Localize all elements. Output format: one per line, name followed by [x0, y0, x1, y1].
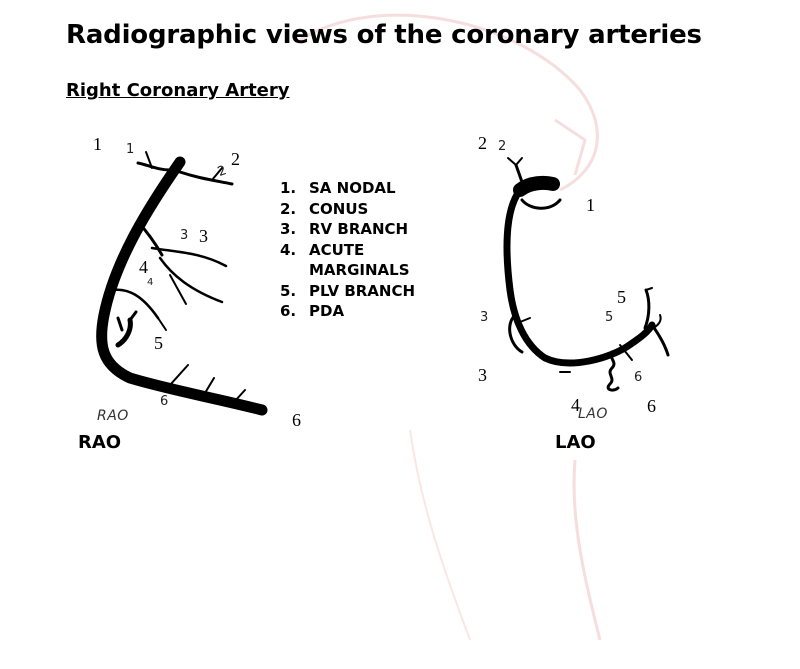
rao-label-3-small: 3 [180, 228, 189, 243]
lao-label-2: 2 [478, 133, 487, 153]
rao-label-4-small: 4 [147, 277, 154, 288]
legend-item: 1.SA NODAL [280, 179, 396, 197]
page-title: Radiographic views of the coronary arter… [66, 20, 702, 50]
lao-label-6: 6 [647, 396, 656, 416]
legend-item: 3.RV BRANCH [280, 220, 409, 238]
legend-item: 6.PDA [280, 302, 345, 320]
rao-label-4: 4 [139, 257, 148, 277]
rao-label-6: 6 [292, 410, 301, 430]
lao-label-2-small: 2 [498, 139, 507, 154]
legend-item: 2.CONUS [280, 199, 369, 218]
rao-label-5: 5 [154, 333, 163, 353]
legend-item: 5.PLV BRANCH [280, 281, 416, 300]
lao-label-3-small: 3 [480, 310, 489, 325]
rao-label-3: 3 [199, 226, 208, 246]
section-heading: Right Coronary Artery [66, 80, 290, 101]
branch-legend: 1.SA NODAL 2.CONUS 3.RV BRANCH 4.ACUTE M… [280, 178, 415, 322]
rao-label-1: 1 [93, 134, 102, 154]
lao-caption: LAO [555, 432, 596, 453]
lao-label-6-small: 6 [634, 370, 643, 385]
lao-label-4: 4 [571, 395, 580, 415]
lao-label-1: 1 [586, 195, 595, 215]
rao-caption: RAO [78, 432, 122, 453]
lao-label-5-small: 5 [605, 310, 614, 325]
lao-label-3: 3 [478, 365, 487, 385]
lao-label-5: 5 [617, 287, 626, 307]
rao-label-6-small: 6 [160, 394, 169, 409]
rao-faint-caption: RAO [97, 408, 129, 424]
rao-label-2: 2 [231, 149, 240, 169]
lao-faint-caption: LAO [578, 406, 608, 422]
rao-label-1-small: 1 [126, 142, 135, 157]
legend-item: 4.ACUTE MARGINALS [280, 240, 410, 280]
